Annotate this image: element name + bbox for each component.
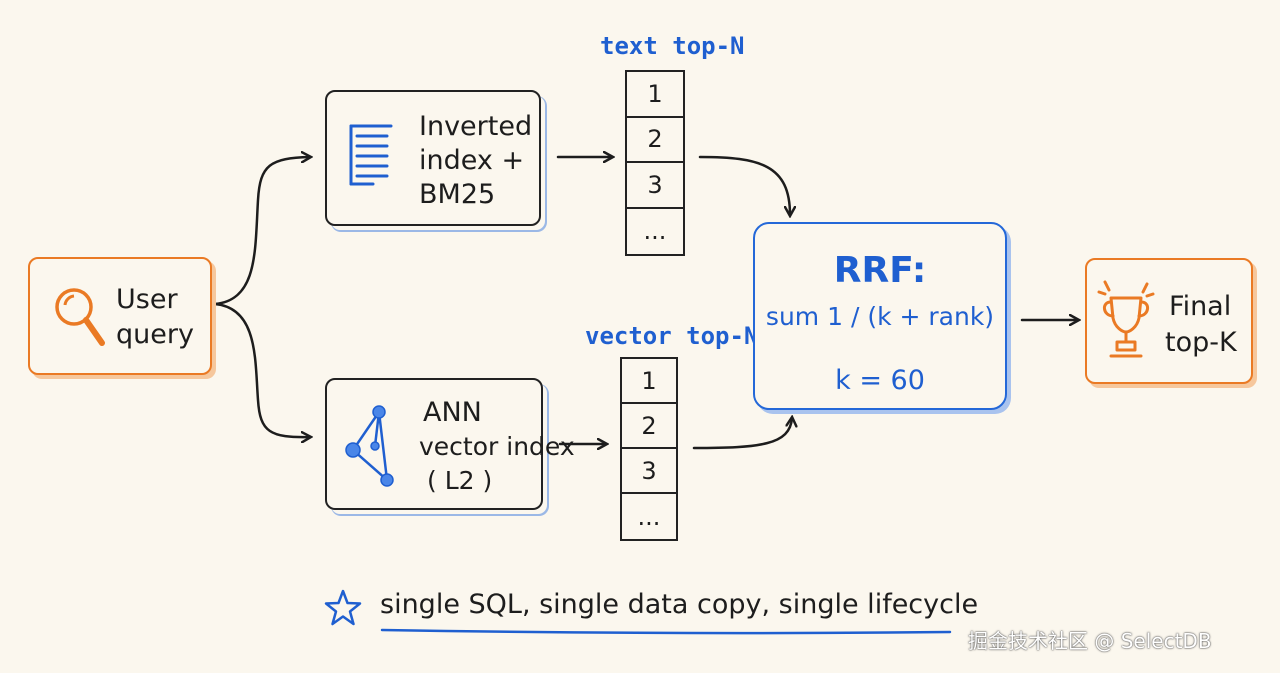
user-query-line1: User xyxy=(116,284,178,315)
list-item: 2 xyxy=(627,118,683,163)
star-icon xyxy=(324,589,362,626)
final-line1: Final xyxy=(1169,291,1232,322)
text-list-title: text top-N xyxy=(600,32,745,60)
footer-note: single SQL, single data copy, single lif… xyxy=(380,589,979,620)
arrow-query-to-text xyxy=(213,157,310,306)
list-item: 3 xyxy=(627,163,683,209)
list-item: 1 xyxy=(622,359,676,404)
text-top-n-list: 1 2 3 ... xyxy=(625,70,685,256)
list-item: 3 xyxy=(622,449,676,494)
graph-icon xyxy=(345,405,394,487)
vector-index-line1: ANN xyxy=(423,397,482,428)
rrf-title: RRF: xyxy=(833,250,927,291)
list-item: ... xyxy=(643,217,667,246)
vector-index-node: ANN vector index ( L2 ) xyxy=(325,378,575,510)
list-item: 1 xyxy=(627,72,683,118)
final-line2: top-K xyxy=(1165,327,1237,358)
inverted-index-line3: BM25 xyxy=(419,179,496,210)
arrow-text-list-to-rrf xyxy=(698,155,790,215)
rrf-node: RRF: sum 1 / (k + rank) k = 60 xyxy=(753,222,1007,410)
arrow-query-to-vector xyxy=(213,302,310,437)
inverted-index-node: Inverted index + BM25 xyxy=(325,90,541,226)
rrf-formula: sum 1 / (k + rank) xyxy=(765,302,995,331)
watermark: 掘金技术社区 @ SelectDB xyxy=(968,629,1212,653)
list-item: ... xyxy=(637,502,661,531)
vector-list-title: vector top-N xyxy=(585,322,759,350)
list-item: 2 xyxy=(622,404,676,449)
vector-index-line2: vector index xyxy=(419,432,575,461)
inverted-index-line2: index + xyxy=(419,145,525,176)
search-icon xyxy=(55,288,105,346)
arrow-vector-list-to-rrf xyxy=(692,418,792,450)
trophy-icon xyxy=(1097,280,1155,358)
footer-underline xyxy=(380,628,952,635)
final-top-k-node: Final top-K xyxy=(1085,258,1253,384)
vector-top-n-list: 1 2 3 ... xyxy=(620,357,678,541)
user-query-node: User query xyxy=(28,257,212,375)
rrf-param: k = 60 xyxy=(835,365,925,396)
document-lines-icon xyxy=(349,124,393,186)
inverted-index-line1: Inverted xyxy=(419,111,533,142)
vector-index-line3: ( L2 ) xyxy=(427,466,493,495)
user-query-line2: query xyxy=(116,319,194,350)
